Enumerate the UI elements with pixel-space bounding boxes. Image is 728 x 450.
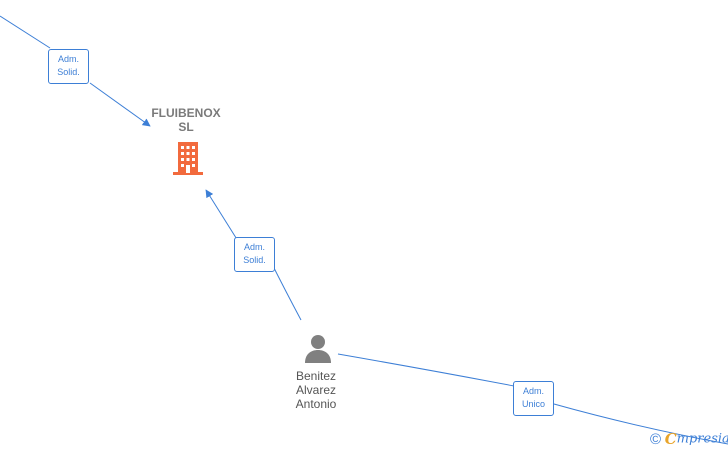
brand-initial: C bbox=[664, 430, 677, 448]
building-icon[interactable] bbox=[172, 141, 204, 176]
person-name[interactable]: Benitez Alvarez Antonio bbox=[295, 369, 337, 411]
edge-top-to-company bbox=[0, 15, 150, 126]
edge-label-adm-solid-top[interactable]: Adm. Solid. bbox=[48, 49, 89, 84]
company-name[interactable]: FLUIBENOX SL bbox=[151, 106, 221, 134]
edge-label-adm-solid-person[interactable]: Adm. Solid. bbox=[234, 237, 275, 272]
edge-label-adm-unico[interactable]: Adm. Unico bbox=[513, 381, 554, 416]
brand-text: mpresia bbox=[676, 431, 728, 447]
edge-person-to-right bbox=[337, 353, 728, 445]
copyright-icon: © bbox=[650, 430, 662, 448]
person-icon[interactable] bbox=[303, 334, 333, 364]
empresia-watermark: © Cmpresia bbox=[650, 430, 728, 448]
